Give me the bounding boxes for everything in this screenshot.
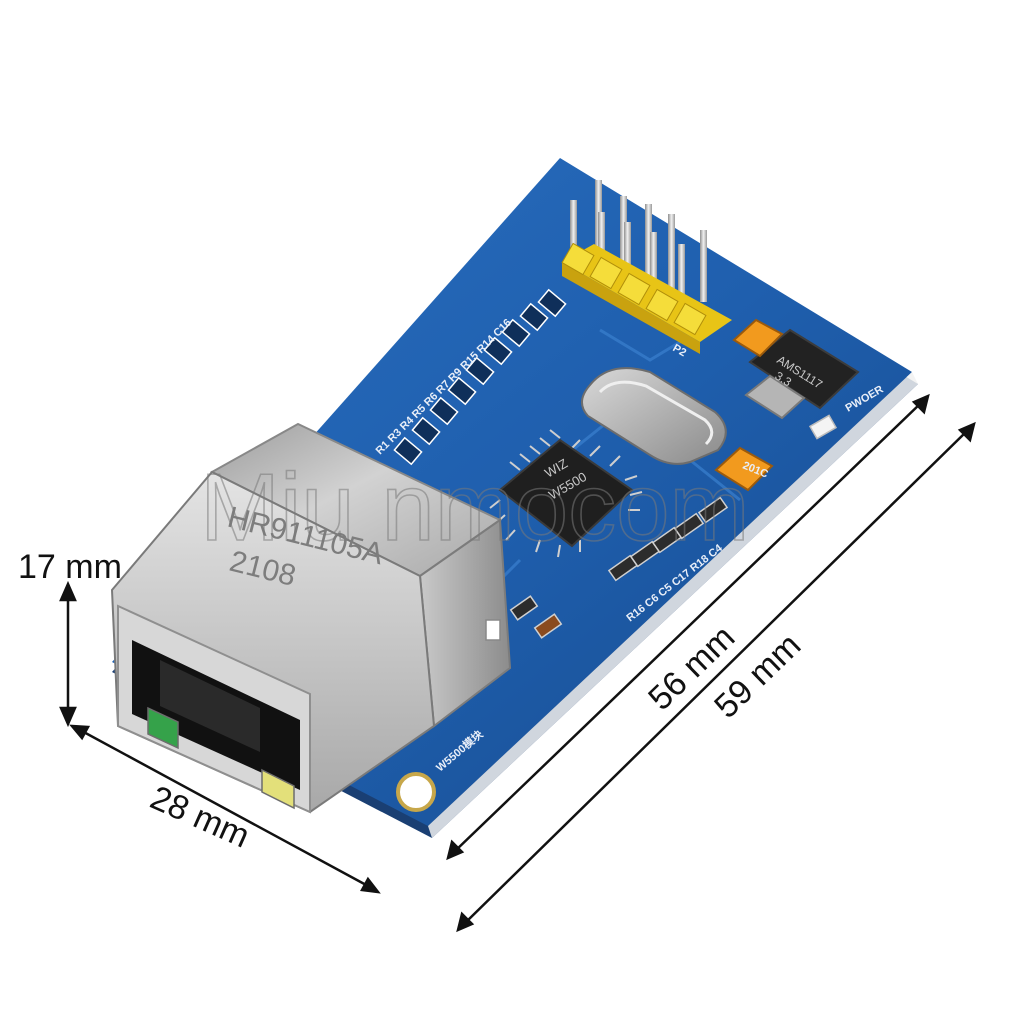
pin-header: P2 bbox=[561, 180, 732, 359]
mounting-hole bbox=[396, 772, 436, 812]
width-dimension-label: 28 mm bbox=[145, 779, 255, 856]
header-label: P2 bbox=[671, 342, 689, 359]
height-dimension-label: 17 mm bbox=[18, 548, 122, 586]
crystal-oscillator bbox=[581, 367, 727, 465]
rj45-jack: HR911105A 2108 bbox=[110, 422, 512, 814]
tantalum-capacitor-top bbox=[732, 318, 784, 358]
tantalum-capacitor-bottom: 201C bbox=[714, 446, 774, 492]
jack-led-yellow bbox=[261, 768, 295, 810]
dimension-lines bbox=[59, 393, 976, 933]
jack-led-green bbox=[147, 706, 179, 750]
watermark-text: Miu nmocom bbox=[200, 454, 749, 561]
